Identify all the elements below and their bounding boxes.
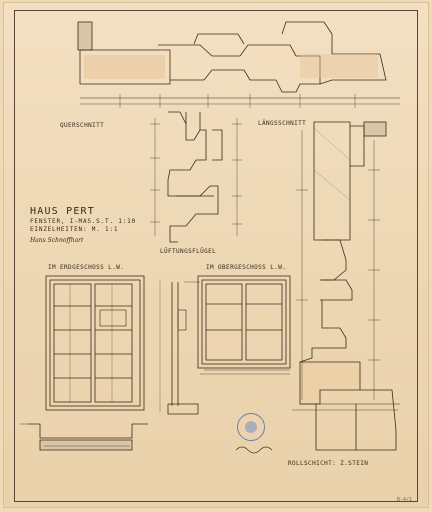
label-obergeschoss: IM OBERGESCHOSS L.W. xyxy=(206,264,287,271)
label-laengsschnitt: LÄNGSSCHNITT xyxy=(258,120,307,127)
side-section xyxy=(159,280,200,415)
label-querschnitt: QUERSCHNITT xyxy=(60,122,105,129)
archive-stamp-icon xyxy=(237,413,265,441)
sheet-border xyxy=(14,10,418,502)
window-upper-floor xyxy=(197,275,291,375)
window-ground-floor xyxy=(20,275,148,451)
drawing-subtitle-1: FENSTER, I-MAS.S.T. 1:10 xyxy=(30,218,136,225)
middle-vertical-section xyxy=(150,111,242,243)
top-cross-section xyxy=(77,21,400,108)
label-lueftungsfluegel: LÜFTUNGSFLÜGEL xyxy=(160,248,217,255)
corner-mark: B-4/1 xyxy=(397,497,413,503)
label-rollschicht: ROLLSCHICHT: Z.STEIN xyxy=(288,460,369,467)
signature: Hans Schnoffhart xyxy=(30,237,84,244)
drawing-subtitle-2: EINZELHEITEN: M. 1:1 xyxy=(30,226,119,233)
drawing-title: HAUS PERT xyxy=(30,206,95,217)
label-erdgeschoss: IM ERDGESCHOSS L.W. xyxy=(48,264,125,271)
signature-squiggle xyxy=(235,446,273,454)
paper xyxy=(3,2,429,508)
right-long-section xyxy=(292,121,400,451)
